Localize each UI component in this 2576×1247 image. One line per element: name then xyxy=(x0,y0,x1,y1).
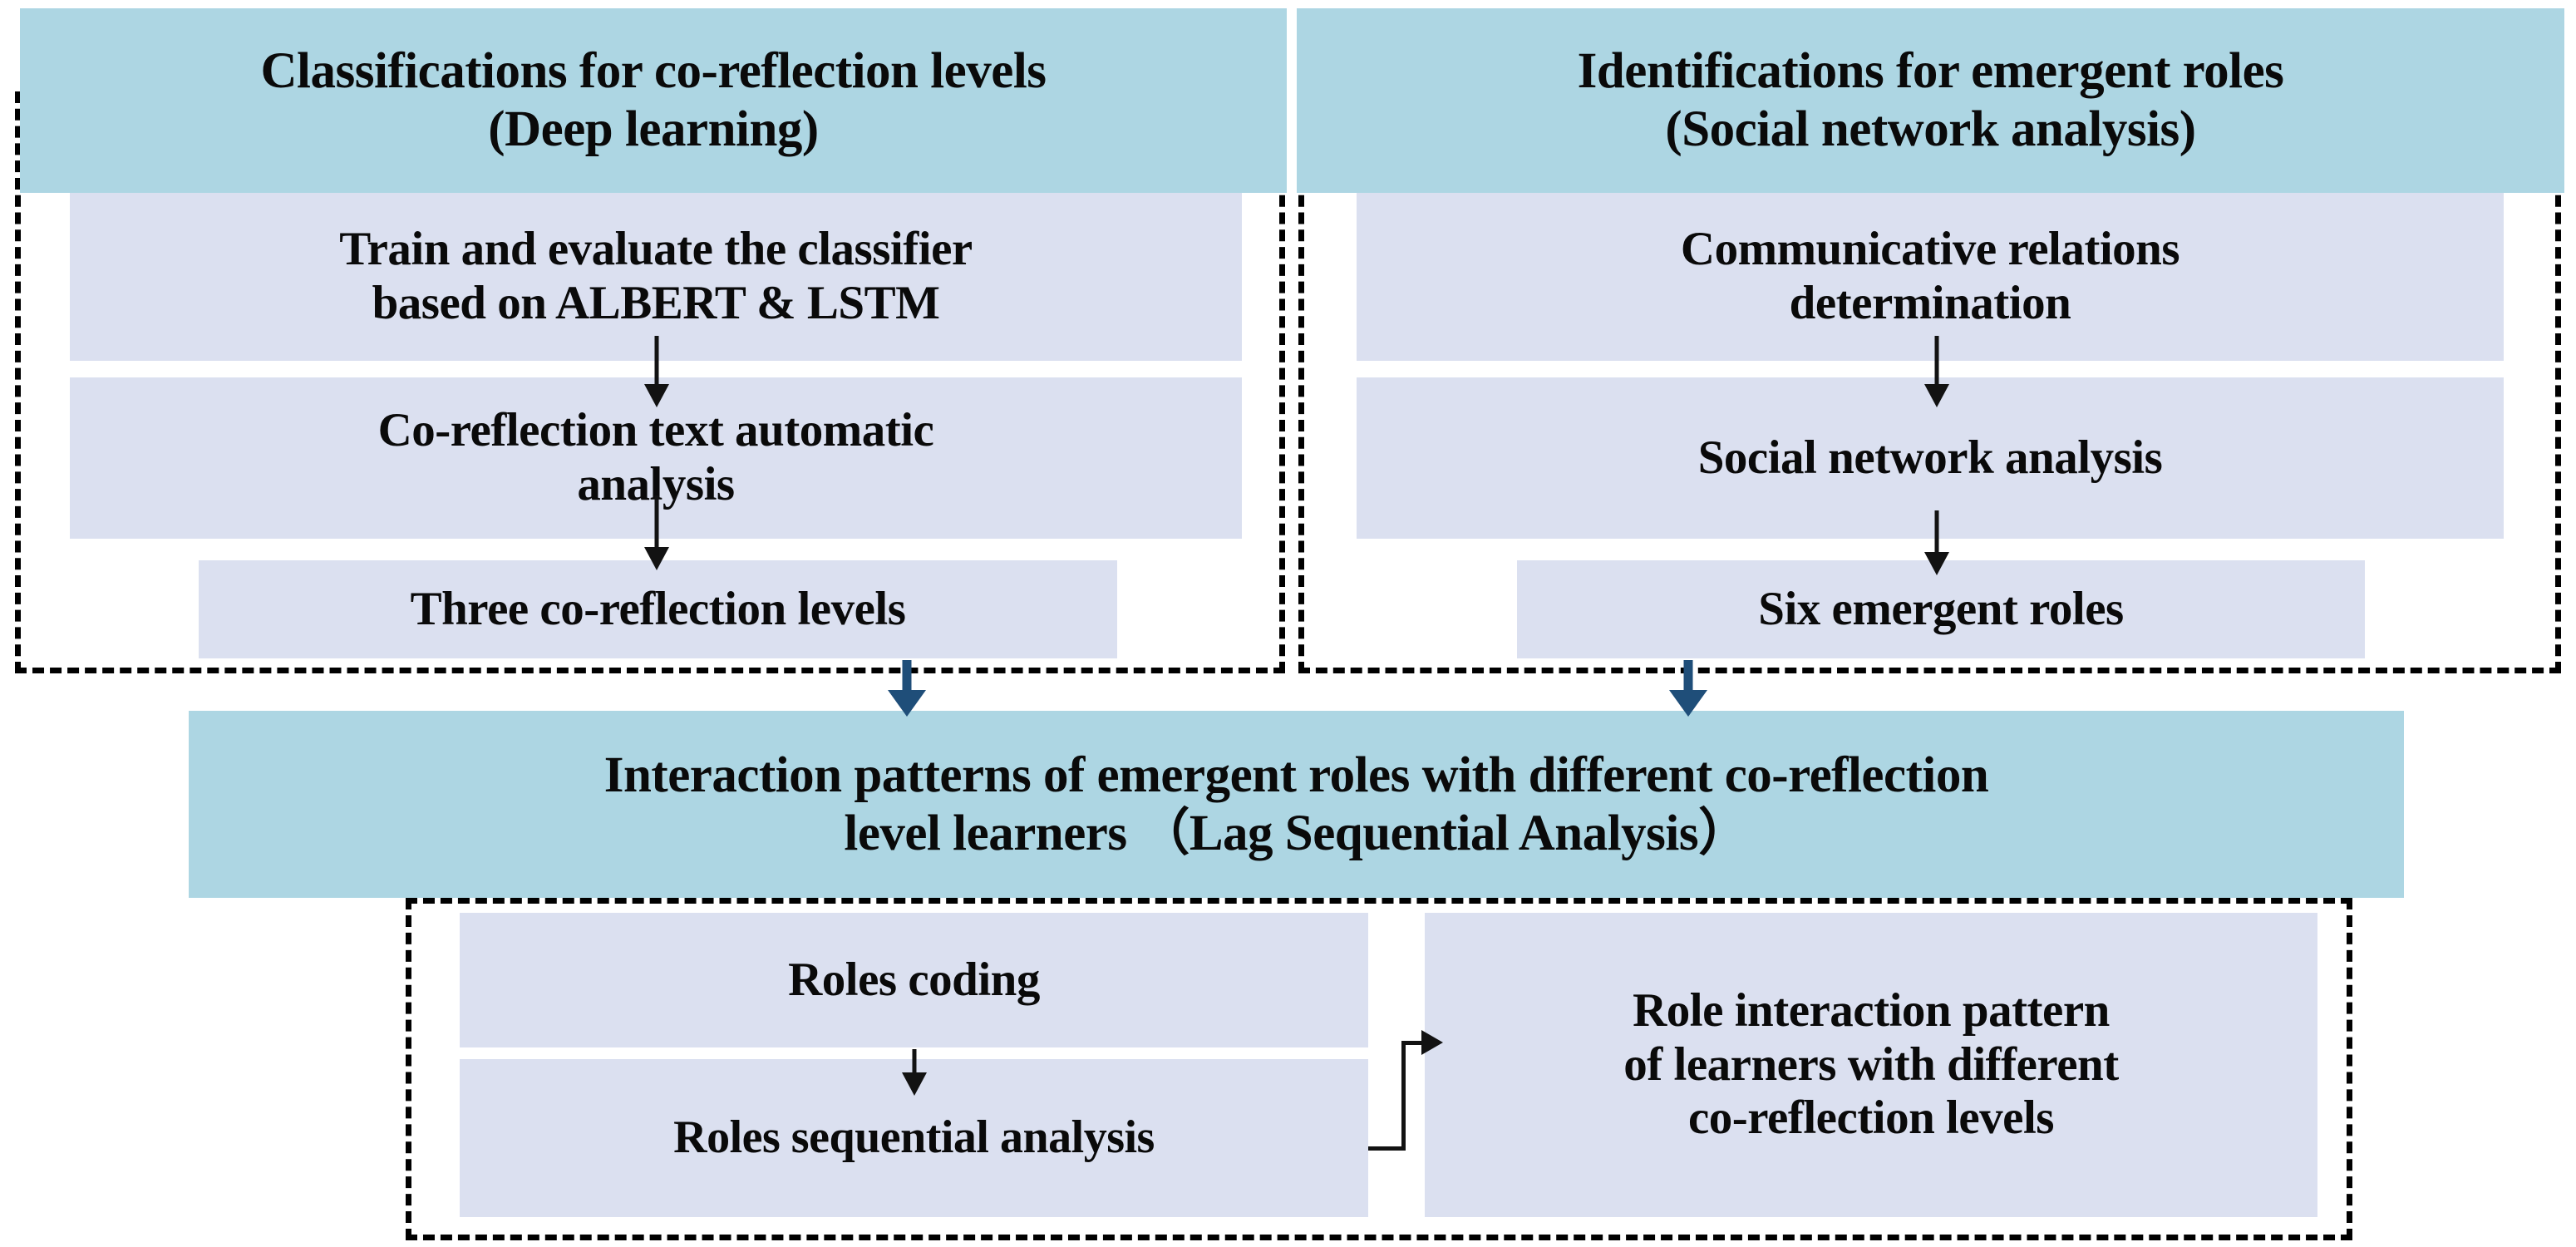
left-step-label-3: Three co-reflection levels xyxy=(410,582,906,635)
bottom-step-label-2: Roles sequential analysis xyxy=(673,1111,1155,1164)
center-band: Interaction patterns of emergent roles w… xyxy=(189,711,2404,898)
center-band-label: Interaction patterns of emergent roles w… xyxy=(603,747,1989,861)
bottom-step-label-1: Roles coding xyxy=(788,953,1040,1006)
right-step-label-1: Communicative relations determination xyxy=(1680,223,2180,329)
left-arrow-step1-to-step2 xyxy=(640,336,673,407)
left-step-label-1: Train and evaluate the classifier based … xyxy=(339,223,973,329)
bottom-arrow-coding-to-sequential xyxy=(898,1049,931,1096)
right-step-label-2: Social network analysis xyxy=(1697,431,2163,484)
elbow-sequential-to-outcome xyxy=(1368,1030,1448,1151)
right-arrow-step1-to-step2 xyxy=(1920,336,1953,407)
left-panel-header-label: Classifications for co-reflection levels… xyxy=(260,43,1047,157)
left-arrow-step2-to-step3 xyxy=(640,495,673,570)
left-step-box-3: Three co-reflection levels xyxy=(199,560,1117,658)
right-panel-header-label: Identifications for emergent roles (Soci… xyxy=(1577,43,2284,157)
bottom-step-box-1: Roles coding xyxy=(460,913,1368,1047)
navy-arrow-right-to-center xyxy=(1669,660,1707,717)
right-step-label-3: Six emergent roles xyxy=(1758,582,2124,635)
left-step-box-1: Train and evaluate the classifier based … xyxy=(70,193,1242,361)
left-panel-header: Classifications for co-reflection levels… xyxy=(20,8,1287,193)
bottom-outcome-label: Role interaction pattern of learners wit… xyxy=(1623,983,2119,1145)
right-arrow-step2-to-step3 xyxy=(1920,510,1953,575)
navy-arrow-left-to-center xyxy=(888,660,926,717)
right-panel-header: Identifications for emergent roles (Soci… xyxy=(1297,8,2564,193)
left-step-label-2: Co-reflection text automatic analysis xyxy=(377,404,934,510)
bottom-panel-dashed-zone xyxy=(406,898,2352,1240)
right-step-box-1: Communicative relations determination xyxy=(1357,193,2504,361)
right-step-box-3: Six emergent roles xyxy=(1517,560,2365,658)
bottom-outcome-box: Role interaction pattern of learners wit… xyxy=(1425,913,2317,1217)
